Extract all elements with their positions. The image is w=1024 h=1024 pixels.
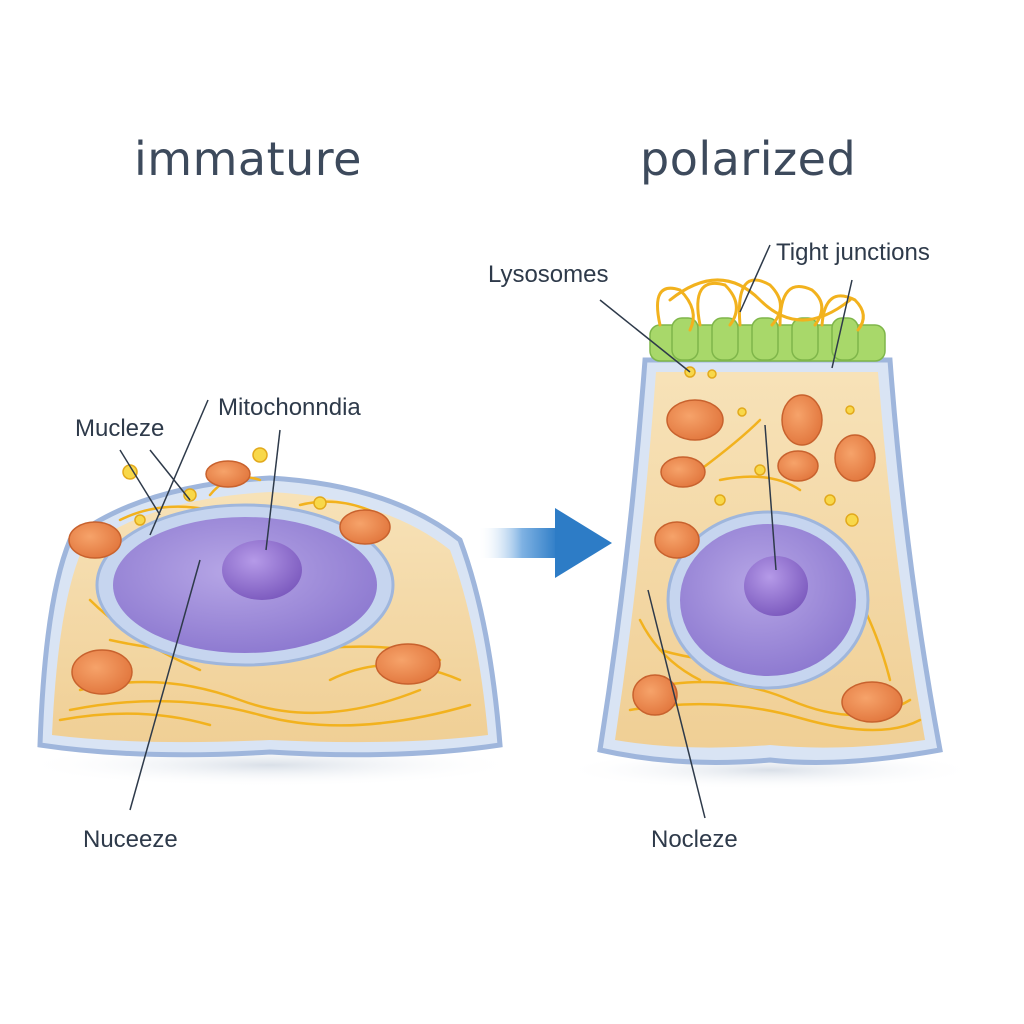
label-mucleze: Mucleze bbox=[75, 415, 165, 442]
polarized-pointer-lines bbox=[599, 244, 853, 819]
immature-pointer-lines bbox=[119, 399, 281, 811]
label-nocleze: Nocleze bbox=[651, 826, 738, 853]
immature-mitochondria bbox=[68, 460, 441, 695]
apical-microvilli bbox=[656, 278, 865, 332]
label-mitochonndia: Mitochonndia bbox=[218, 394, 361, 421]
polarized-nucleolus bbox=[744, 556, 808, 616]
heading-polarized: polarized bbox=[640, 132, 857, 186]
transition-arrow bbox=[478, 508, 612, 578]
polarized-vesicles bbox=[684, 366, 859, 527]
label-nuceeze: Nuceeze bbox=[83, 826, 178, 853]
immature-nucleolus bbox=[222, 540, 302, 600]
polarized-mitochondria bbox=[632, 394, 903, 723]
heading-immature: immature bbox=[134, 132, 362, 186]
tight-junction-band bbox=[649, 317, 886, 362]
label-tight-junctions: Tight junctions bbox=[776, 239, 930, 266]
polarized-cell bbox=[560, 244, 980, 819]
label-lysosomes: Lysosomes bbox=[488, 261, 609, 288]
immature-cell bbox=[20, 399, 520, 811]
